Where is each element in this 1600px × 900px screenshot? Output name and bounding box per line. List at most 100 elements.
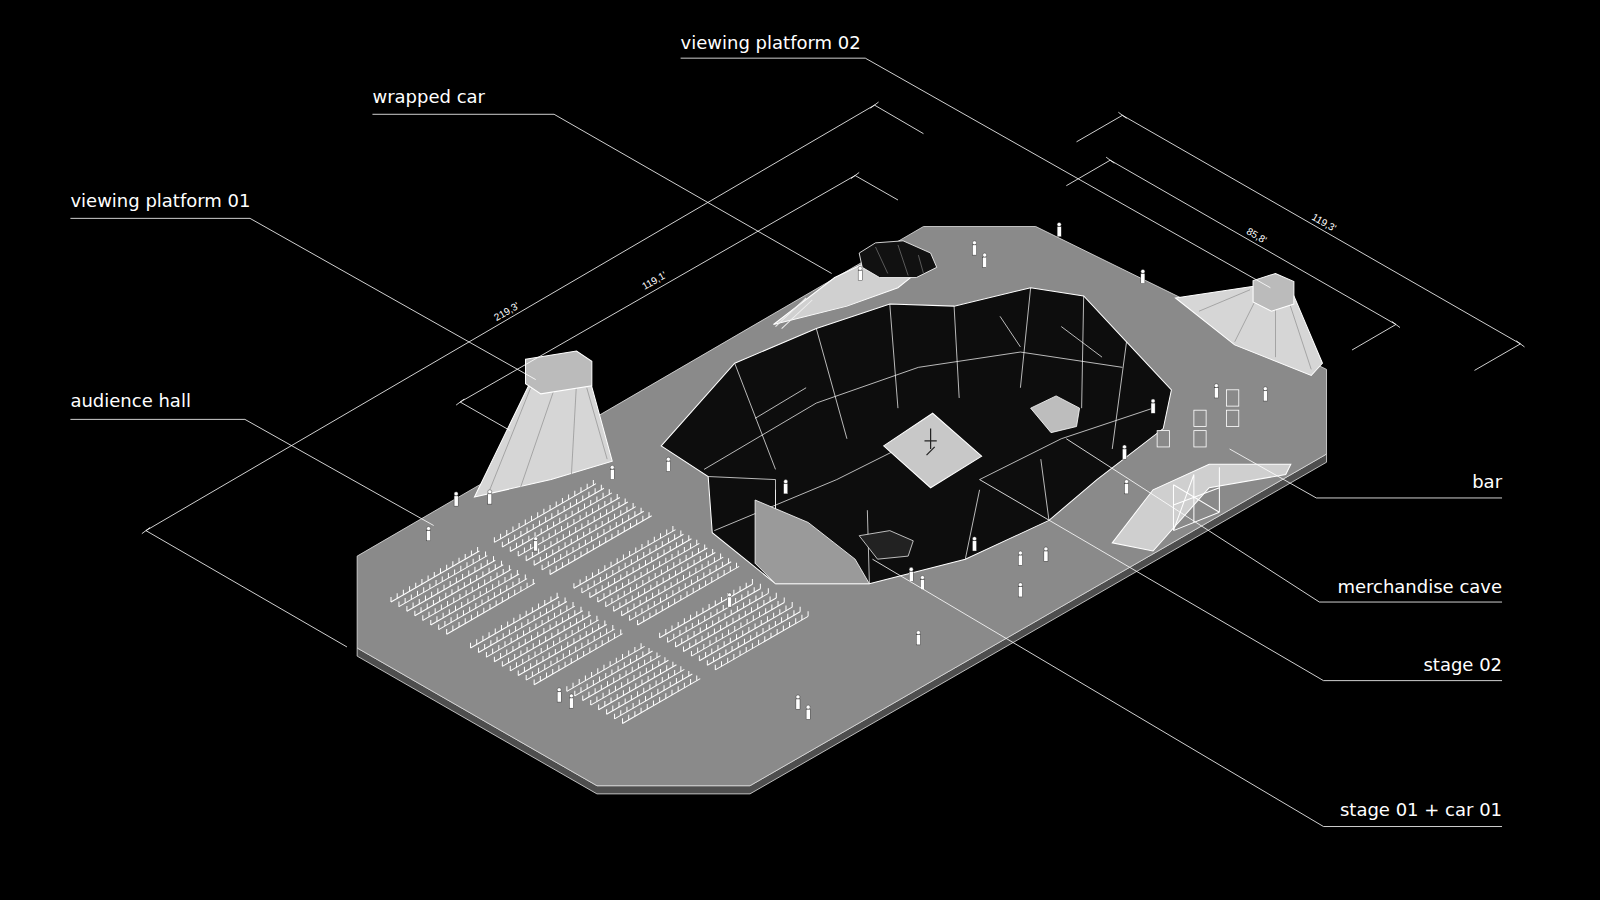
seat bbox=[758, 640, 759, 645]
leader-line bbox=[681, 58, 1271, 288]
seat bbox=[622, 518, 623, 523]
seat bbox=[623, 555, 624, 560]
seat bbox=[741, 594, 742, 599]
seat bbox=[613, 678, 614, 683]
seat bbox=[572, 511, 573, 516]
seat-row bbox=[590, 539, 692, 598]
person-body bbox=[806, 709, 810, 719]
person-head bbox=[1141, 269, 1145, 273]
seat bbox=[755, 595, 756, 600]
seat bbox=[530, 544, 531, 549]
bar-scaffold bbox=[1173, 467, 1219, 530]
seat-row bbox=[599, 665, 677, 710]
seat bbox=[619, 603, 620, 608]
seat bbox=[459, 558, 460, 563]
cube bbox=[1194, 410, 1206, 426]
seat bbox=[570, 503, 571, 508]
seat bbox=[545, 636, 546, 641]
seat bbox=[574, 610, 575, 615]
seat bbox=[653, 701, 654, 706]
seat bbox=[508, 658, 509, 663]
seat bbox=[524, 547, 525, 552]
seat bbox=[765, 608, 766, 613]
seat bbox=[717, 573, 718, 578]
seat bbox=[600, 577, 601, 582]
seat bbox=[623, 690, 624, 695]
dimension-line bbox=[460, 176, 898, 431]
seat bbox=[641, 572, 642, 577]
seat bbox=[580, 552, 581, 557]
seat bbox=[650, 585, 651, 590]
seat bbox=[452, 561, 453, 566]
seat bbox=[709, 604, 710, 609]
seat bbox=[582, 615, 583, 620]
seat bbox=[605, 602, 606, 607]
seat bbox=[618, 566, 619, 571]
seat bbox=[588, 692, 589, 697]
seat bbox=[466, 590, 467, 595]
seat bbox=[557, 657, 558, 662]
seat bbox=[691, 580, 692, 585]
seat bbox=[541, 529, 542, 534]
seat bbox=[708, 632, 709, 637]
seat bbox=[521, 622, 522, 627]
seat bbox=[748, 627, 749, 632]
seat bbox=[494, 537, 495, 542]
seat bbox=[598, 624, 599, 629]
seat-row bbox=[534, 634, 622, 685]
seat bbox=[582, 695, 583, 700]
person-head bbox=[569, 694, 573, 698]
seat bbox=[713, 657, 714, 662]
seat bbox=[630, 587, 631, 592]
seat bbox=[673, 634, 674, 639]
seat bbox=[578, 627, 579, 632]
seat bbox=[486, 652, 487, 657]
seat bbox=[584, 504, 585, 509]
seat bbox=[659, 561, 660, 566]
seat bbox=[601, 485, 602, 490]
seat bbox=[672, 526, 673, 531]
seat bbox=[575, 527, 576, 532]
seat bbox=[538, 548, 539, 553]
seat bbox=[552, 605, 553, 610]
seat bbox=[726, 621, 727, 626]
seat bbox=[593, 544, 594, 549]
seat bbox=[552, 669, 553, 674]
seat bbox=[677, 579, 678, 584]
person bbox=[666, 457, 670, 471]
seat bbox=[474, 567, 475, 572]
seat bbox=[525, 574, 526, 579]
seat bbox=[577, 655, 578, 660]
seat bbox=[530, 663, 531, 668]
seat bbox=[397, 593, 398, 598]
seat bbox=[649, 548, 650, 553]
person-body bbox=[610, 469, 614, 479]
seat bbox=[559, 518, 560, 523]
seat-row bbox=[575, 651, 653, 696]
seat bbox=[655, 573, 656, 578]
seat bbox=[704, 544, 705, 549]
seat bbox=[586, 631, 587, 636]
seat bbox=[484, 580, 485, 585]
seat bbox=[556, 502, 557, 507]
seat bbox=[699, 656, 700, 661]
seat bbox=[598, 705, 599, 710]
merchandise-cave bbox=[1031, 396, 1080, 433]
seat bbox=[437, 588, 438, 593]
seat bbox=[578, 507, 579, 512]
seat bbox=[451, 617, 452, 622]
seat bbox=[515, 626, 516, 631]
seat bbox=[539, 640, 540, 645]
seat bbox=[489, 568, 490, 573]
leader-line bbox=[1230, 449, 1502, 498]
person bbox=[972, 537, 976, 551]
seat bbox=[691, 651, 692, 656]
tent-folds bbox=[704, 288, 1153, 584]
seat bbox=[527, 647, 528, 652]
seat bbox=[626, 507, 627, 512]
seat bbox=[589, 528, 590, 533]
person-head bbox=[427, 527, 431, 531]
seat-row bbox=[582, 534, 684, 593]
seat bbox=[664, 549, 665, 554]
person-head bbox=[610, 465, 614, 469]
